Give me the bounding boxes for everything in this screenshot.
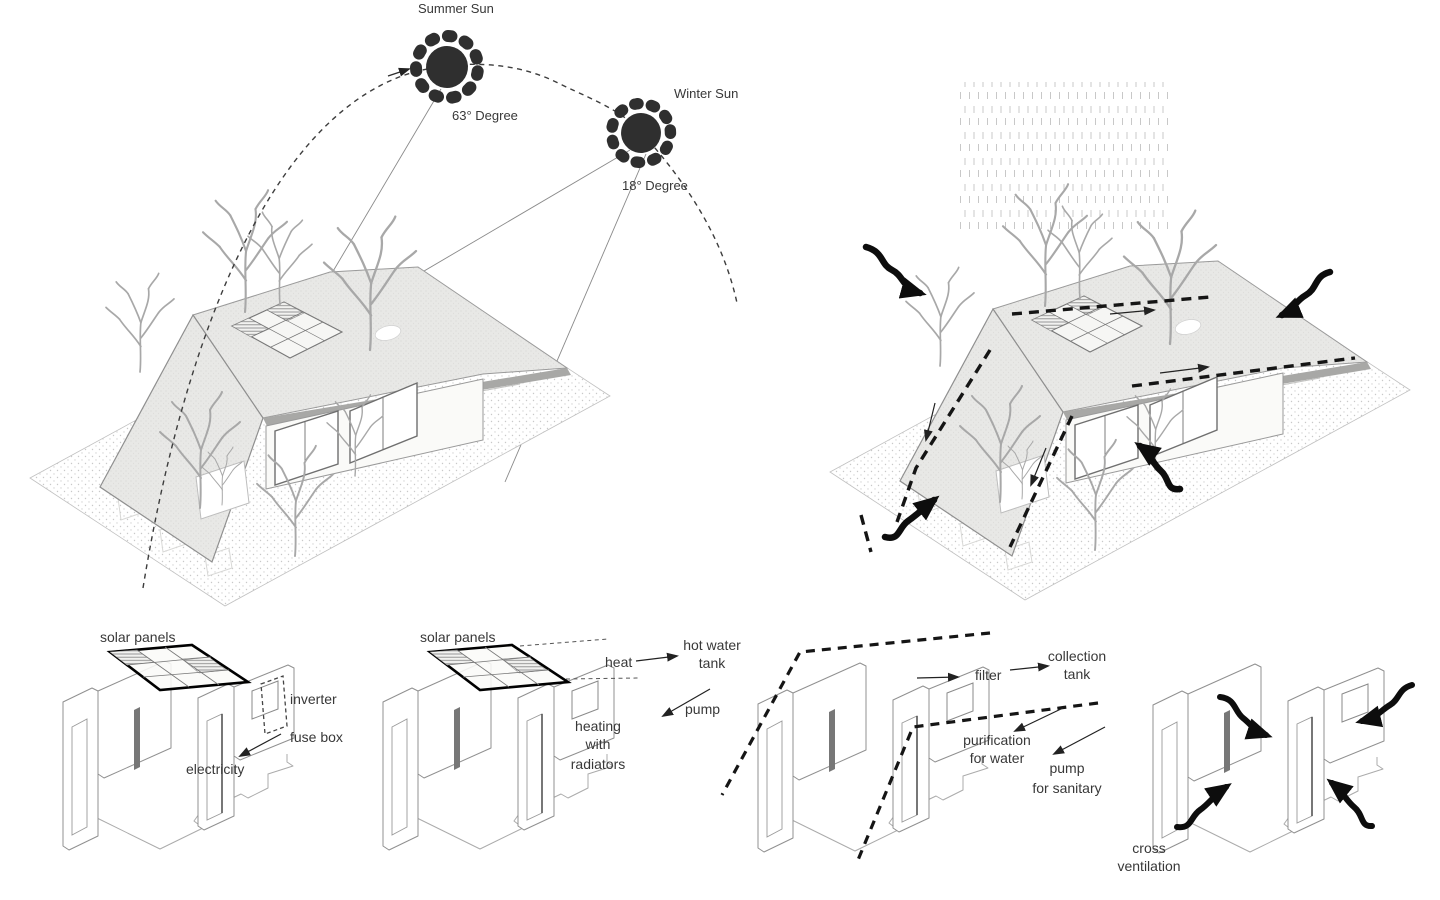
summer-sun-icon xyxy=(412,32,482,102)
summer-sun-label: Summer Sun xyxy=(418,1,494,16)
inverter-box xyxy=(260,675,288,735)
pump-label: pump xyxy=(685,701,720,717)
fuse-box-label: fuse box xyxy=(290,729,343,745)
winter-sun-icon xyxy=(609,101,674,166)
filter-label: filter xyxy=(975,667,1002,683)
wind-arrow-icon xyxy=(1275,268,1334,319)
flow-arrows xyxy=(923,306,1210,487)
sun-path-arrow-icon xyxy=(387,67,411,77)
wind-arrows xyxy=(862,243,1334,541)
pump-arrow-icon xyxy=(661,688,711,717)
eco-house-rain xyxy=(830,184,1410,600)
heat-arrow-icon xyxy=(635,652,679,662)
ventilation-arrows xyxy=(1174,682,1415,831)
diagram-solar-electricity: solar panels inverter fuse box electrici… xyxy=(62,629,343,851)
wind-arrow-icon xyxy=(1134,441,1184,493)
wind-arrow-icon xyxy=(1355,682,1415,728)
heating-label-1: heating xyxy=(575,718,621,734)
solar-panels-label: solar panels xyxy=(420,629,496,645)
slope-runoff-dash xyxy=(1008,415,1074,548)
heat-label: heat xyxy=(605,654,632,670)
summer-angle-label: 63° Degree xyxy=(452,108,518,123)
hot-water-tank-label-2: tank xyxy=(699,655,726,671)
solar-panels-label: solar panels xyxy=(100,629,176,645)
sun-path-arc xyxy=(142,63,738,589)
rain-wind-scene xyxy=(830,82,1410,600)
purification-label-2: for water xyxy=(970,750,1025,766)
collection-tank-label-1: collection xyxy=(1048,648,1106,664)
slope-runoff-dash xyxy=(895,349,992,523)
cross-ventilation-label-2: ventilation xyxy=(1117,858,1180,874)
purification-label-1: purification xyxy=(963,732,1031,748)
pump-sanitary-label-1: pump xyxy=(1049,760,1084,776)
filter-arrow-icon xyxy=(916,672,960,682)
runoff-dashes xyxy=(859,295,1356,553)
eco-house-summer xyxy=(30,190,610,606)
ground-runoff-dash xyxy=(859,514,873,553)
pump-sanitary-arrow-icon xyxy=(1052,726,1106,755)
electricity-label: electricity xyxy=(186,761,244,777)
eave-runoff-dash xyxy=(1131,356,1356,388)
panel-leader-lines xyxy=(519,638,639,680)
winter-sun-label: Winter Sun xyxy=(674,86,738,101)
rain-icon xyxy=(958,82,1170,234)
heating-label-3: radiators xyxy=(571,756,625,772)
wind-arrow-icon xyxy=(1217,694,1273,740)
purification-arrow-icon xyxy=(1013,707,1064,732)
diagram-cross-ventilation: cross ventilation xyxy=(1117,663,1415,874)
diagram-solar-thermal: solar panels heat hot water tank pump he… xyxy=(382,629,741,851)
inverter-label: inverter xyxy=(290,691,337,707)
hot-water-tank-label-1: hot water xyxy=(683,637,741,653)
cross-ventilation-label-1: cross xyxy=(1132,840,1165,856)
electricity-arrow-icon xyxy=(238,733,282,757)
wind-arrow-icon xyxy=(862,243,927,299)
heating-label-2: with xyxy=(585,736,611,752)
flow-arrow-icon xyxy=(1109,306,1156,316)
diagram-rainwater: filter collection tank purification for … xyxy=(720,631,1106,861)
pump-sanitary-label-2: for sanitary xyxy=(1032,780,1101,796)
flow-arrow-icon xyxy=(1030,447,1047,487)
collection-tank-label-2: tank xyxy=(1064,666,1091,682)
collection-arrow-icon xyxy=(1009,662,1050,672)
flow-arrow-icon xyxy=(1159,363,1210,374)
wind-arrow-icon xyxy=(1174,783,1232,831)
wind-arrow-icon xyxy=(881,495,940,541)
winter-angle-label: 18° Degree xyxy=(622,178,688,193)
sun-path-scene: Summer Sun 63° Degree Winter Sun 18° Deg… xyxy=(30,1,738,606)
wind-arrow-icon xyxy=(1326,778,1375,829)
flow-arrow-icon xyxy=(923,402,936,442)
